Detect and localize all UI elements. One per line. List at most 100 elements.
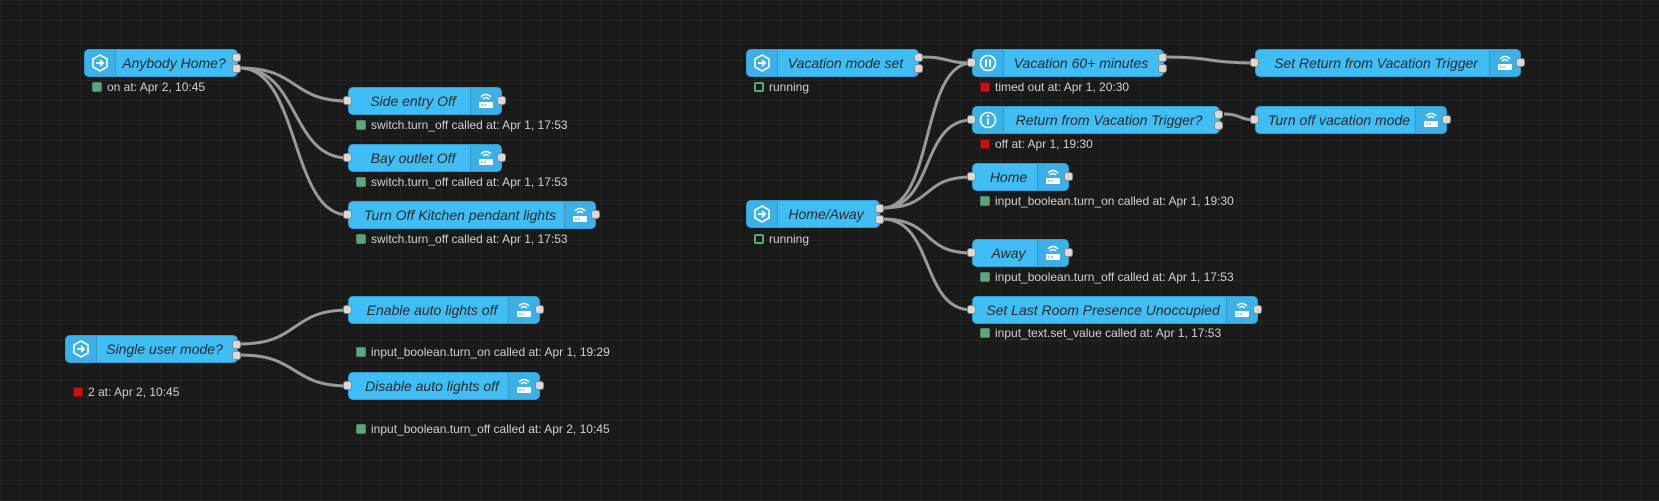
wire — [239, 66, 349, 160]
set-last-room-node[interactable]: Set Last Room Presence Unoccupied — [972, 296, 1258, 324]
output-port[interactable] — [1214, 121, 1223, 130]
away-node[interactable]: Away — [972, 239, 1069, 267]
home-away-node[interactable]: Home/Away — [746, 200, 880, 228]
status-dot — [980, 328, 990, 338]
input-port[interactable] — [1250, 58, 1259, 67]
service-call-icon — [1037, 164, 1068, 190]
status-dot — [356, 234, 366, 244]
set-return-trigger-node[interactable]: Set Return from Vacation Trigger — [1255, 49, 1521, 77]
node-label: Turn Off Kitchen pendant lights — [364, 207, 556, 223]
node-status: input_boolean.turn_off called at: Apr 2,… — [356, 422, 610, 436]
anybody-home-node[interactable]: Anybody Home? — [84, 49, 238, 77]
vacation-60-minutes-node[interactable]: Vacation 60+ minutes — [972, 49, 1164, 77]
output-port[interactable] — [1064, 172, 1073, 181]
node-status: timed out at: Apr 1, 20:30 — [980, 80, 1129, 94]
output-port[interactable] — [1064, 248, 1073, 257]
input-port[interactable] — [967, 248, 976, 257]
turn-off-vacation-node[interactable]: Turn off vacation mode — [1255, 106, 1447, 134]
output-port[interactable] — [535, 305, 544, 314]
input-port[interactable] — [343, 305, 352, 314]
wire — [881, 217, 973, 312]
kitchen-pendant-off-node[interactable]: Turn Off Kitchen pendant lights — [348, 201, 596, 229]
wire — [239, 66, 349, 217]
output-port[interactable] — [497, 153, 506, 162]
output-port[interactable] — [914, 64, 923, 73]
node-status: switch.turn_off called at: Apr 1, 17:53 — [356, 232, 568, 246]
output-port[interactable] — [591, 210, 600, 219]
output-port[interactable] — [497, 96, 506, 105]
home-node[interactable]: Home — [972, 163, 1069, 191]
service-call-icon — [564, 202, 595, 228]
service-call-icon — [1226, 297, 1257, 323]
node-label: Away — [991, 245, 1026, 261]
service-call-icon — [508, 297, 539, 323]
input-port[interactable] — [967, 172, 976, 181]
return-trigger-node[interactable]: Return from Vacation Trigger? — [972, 106, 1220, 134]
vacation-mode-set-node[interactable]: Vacation mode set — [746, 49, 919, 77]
output-port[interactable] — [1158, 53, 1167, 62]
wire — [1165, 55, 1256, 65]
input-port[interactable] — [967, 115, 976, 124]
status-dot — [73, 387, 83, 397]
output-port[interactable] — [875, 204, 884, 213]
bay-outlet-off-node[interactable]: Bay outlet Off — [348, 144, 502, 172]
node-label: Set Last Room Presence Unoccupied — [986, 302, 1220, 318]
node-status: input_boolean.turn_on called at: Apr 1, … — [980, 194, 1234, 208]
output-port[interactable] — [1253, 305, 1262, 314]
status-dot — [980, 139, 990, 149]
output-port[interactable] — [1214, 110, 1223, 119]
service-call-icon — [470, 88, 501, 114]
node-label: Home/Away — [788, 206, 864, 222]
wire — [881, 118, 973, 210]
output-port[interactable] — [1442, 115, 1451, 124]
input-port[interactable] — [343, 210, 352, 219]
node-status: input_boolean.turn_on called at: Apr 1, … — [356, 345, 610, 359]
disable-auto-lights-node[interactable]: Disable auto lights off — [348, 372, 540, 400]
node-status: 2 at: Apr 2, 10:45 — [73, 385, 179, 399]
event-state-icon — [747, 201, 778, 227]
status-dot — [980, 82, 990, 92]
node-status: switch.turn_off called at: Apr 1, 17:53 — [356, 175, 568, 189]
input-port[interactable] — [343, 381, 352, 390]
input-port[interactable] — [343, 153, 352, 162]
output-port[interactable] — [1516, 58, 1525, 67]
wire — [239, 308, 349, 346]
status-dot — [980, 272, 990, 282]
output-port[interactable] — [875, 215, 884, 224]
event-state-icon — [85, 50, 116, 76]
input-port[interactable] — [1250, 115, 1259, 124]
node-status: on at: Apr 2, 10:45 — [92, 80, 205, 94]
output-port[interactable] — [232, 64, 241, 73]
info-icon — [973, 107, 1004, 133]
output-port[interactable] — [1158, 64, 1167, 73]
node-label: Enable auto lights off — [366, 302, 498, 318]
input-port[interactable] — [343, 96, 352, 105]
wire — [239, 353, 349, 388]
service-call-icon — [508, 373, 539, 399]
output-port[interactable] — [535, 381, 544, 390]
side-entry-off-node[interactable]: Side entry Off — [348, 87, 502, 115]
node-label: Return from Vacation Trigger? — [1015, 112, 1203, 128]
output-port[interactable] — [232, 340, 241, 349]
node-label: Vacation mode set — [787, 55, 904, 71]
node-label: Bay outlet Off — [370, 150, 456, 166]
event-state-icon — [747, 50, 778, 76]
node-label: Vacation 60+ minutes — [1013, 55, 1149, 71]
output-port[interactable] — [232, 53, 241, 62]
node-status: off at: Apr 1, 19:30 — [980, 137, 1093, 151]
single-user-mode-node[interactable]: Single user mode? — [65, 335, 238, 363]
service-call-icon — [1415, 107, 1446, 133]
output-port[interactable] — [914, 53, 923, 62]
status-dot — [356, 424, 366, 434]
output-port[interactable] — [232, 351, 241, 360]
status-dot — [356, 120, 366, 130]
input-port[interactable] — [967, 305, 976, 314]
node-label: Anybody Home? — [122, 55, 226, 71]
event-state-icon — [66, 336, 97, 362]
input-port[interactable] — [967, 58, 976, 67]
node-label: Side entry Off — [370, 93, 456, 109]
enable-auto-lights-node[interactable]: Enable auto lights off — [348, 296, 540, 324]
wire — [881, 217, 973, 255]
